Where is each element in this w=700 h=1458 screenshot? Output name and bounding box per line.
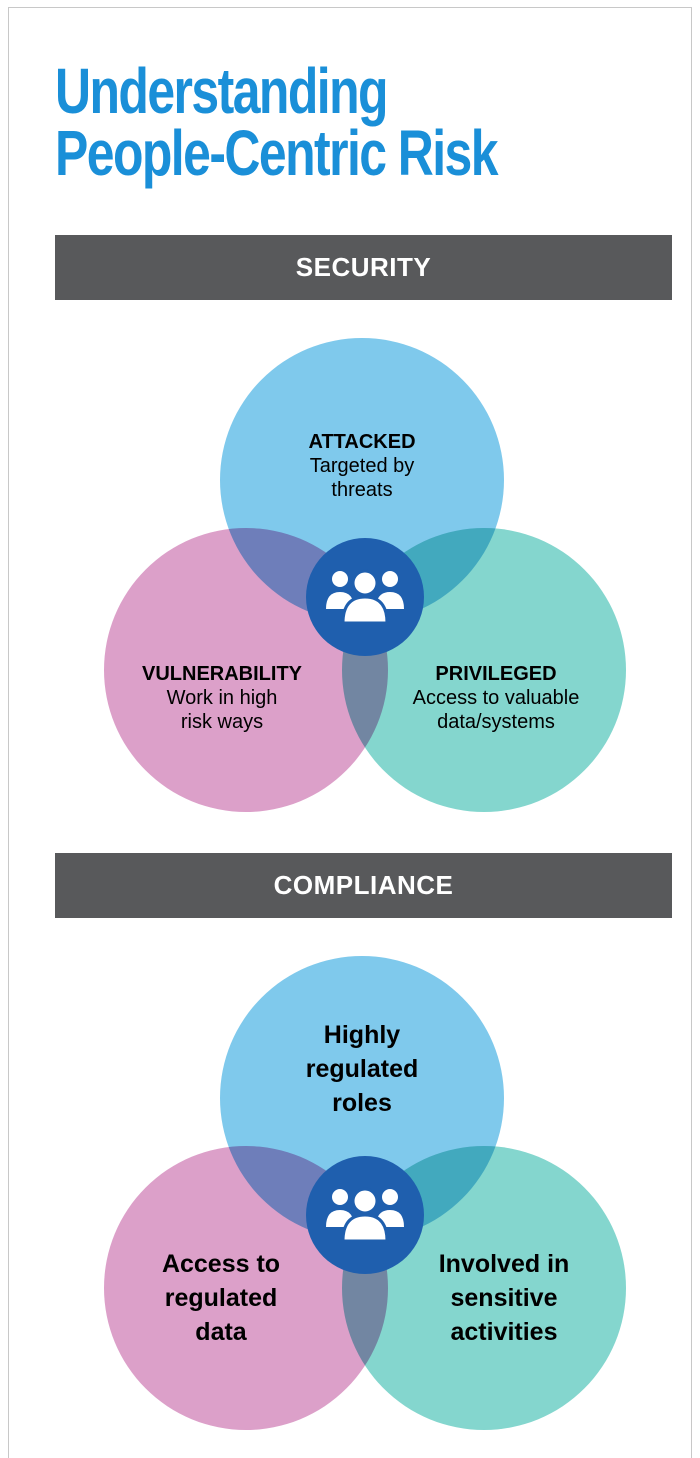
security-attacked-text: Targeted by threats: [309, 455, 415, 501]
page-title-line-2: People-Centric Risk: [55, 117, 499, 189]
security-venn-circles: [104, 338, 626, 812]
compliance-label-data: Access to regulated data: [161, 1250, 281, 1346]
security-privileged-text: Access to valuable data/systems: [412, 687, 580, 733]
compliance-venn-diagram: Highly regulated roles Access to regulat…: [0, 918, 700, 1458]
security-venn-diagram: ATTACKED Targeted by threats VULNERABILI…: [0, 300, 700, 840]
security-vulnerability-heading: VULNERABILITY: [142, 663, 302, 685]
compliance-venn-graphic: [104, 956, 626, 1430]
page-frame: [8, 7, 692, 1458]
security-privileged-heading: PRIVILEGED: [435, 663, 557, 685]
security-header: SECURITY: [55, 235, 672, 300]
security-label-attacked: ATTACKED Targeted by threats: [262, 430, 462, 502]
security-label-privileged: PRIVILEGED Access to valuable data/syste…: [381, 662, 611, 734]
security-vulnerability-text: Work in high risk ways: [166, 687, 278, 733]
compliance-header: COMPLIANCE: [55, 853, 672, 918]
people-group-icon: [306, 538, 424, 656]
security-label-vulnerability: VULNERABILITY Work in high risk ways: [122, 662, 322, 734]
security-attacked-heading: ATTACKED: [308, 431, 416, 453]
people-group-icon: [306, 1156, 424, 1274]
page-title-line-1: Understanding: [55, 55, 388, 127]
compliance-label-roles-text: Highly regulated roles: [305, 1021, 419, 1117]
page-title: Understanding People-Centric Risk: [55, 55, 499, 189]
compliance-label-activities: Involved in sensitive activities: [438, 1250, 570, 1346]
security-venn-graphic: [104, 338, 626, 812]
